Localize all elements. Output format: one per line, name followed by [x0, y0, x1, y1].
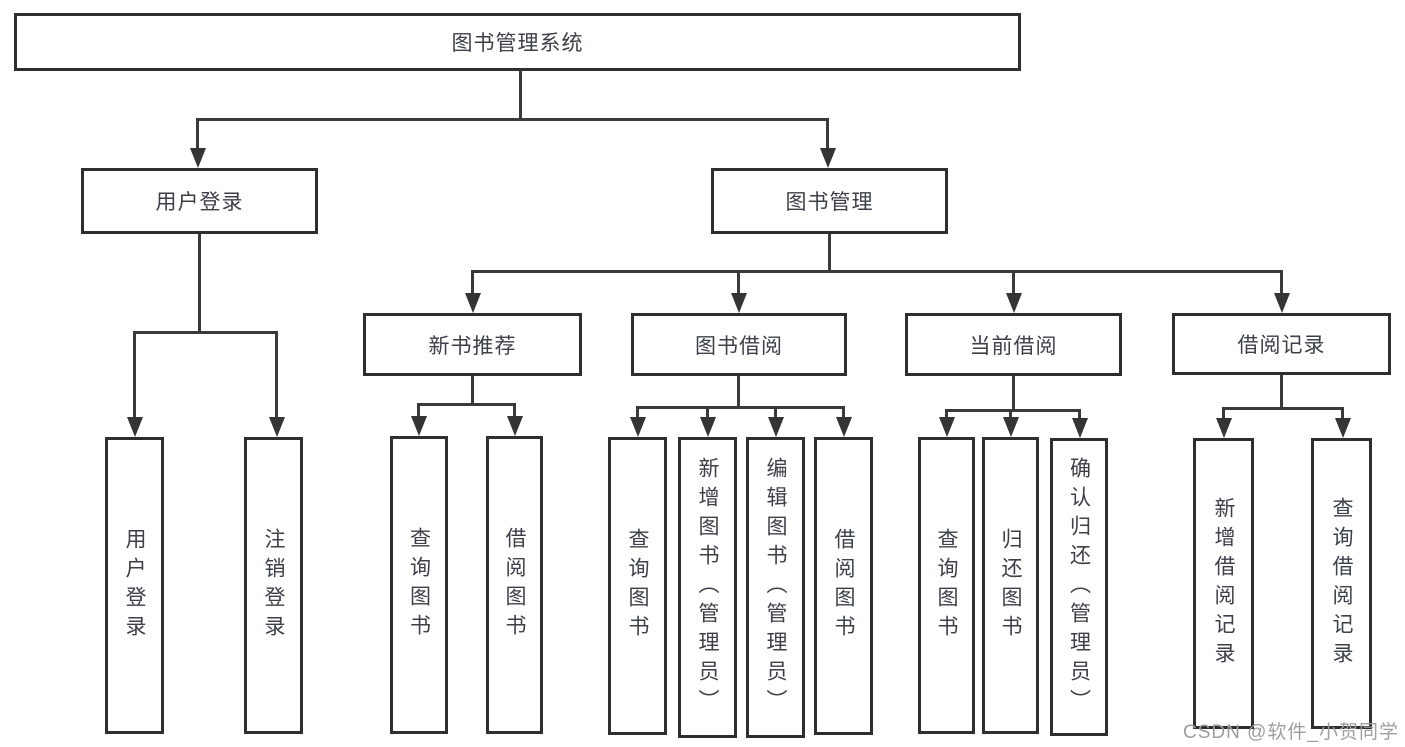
leaf-query-books-current-label: 查询图书 [935, 527, 958, 644]
connector-line [826, 118, 829, 151]
arrow-down-icon [507, 416, 523, 436]
leaf-query-books-borrowing-label: 查询图书 [626, 528, 649, 644]
leaf-logout-label: 注销登录 [262, 527, 285, 644]
node-book-management: 图书管理 [711, 168, 948, 234]
leaf-borrow-books-recommend-label: 借阅图书 [503, 527, 526, 643]
arrow-down-icon [269, 417, 285, 437]
arrow-down-icon [1006, 293, 1022, 313]
connector-line [636, 406, 639, 418]
node-book-borrowing: 图书借阅 [631, 313, 847, 376]
connector-line [133, 331, 278, 334]
leaf-query-borrow-record-label: 查询借阅记录 [1330, 496, 1353, 671]
arrow-down-icon [465, 293, 481, 313]
connector-line [198, 234, 201, 333]
arrow-down-icon [820, 148, 836, 168]
leaf-logout: 注销登录 [244, 437, 303, 734]
leaf-add-book-admin-label: 新增图书（管理员） [696, 457, 719, 718]
leaf-query-books-recommend: 查询图书 [390, 436, 448, 734]
connector-line [513, 403, 516, 417]
leaf-add-book-admin: 新增图书（管理员） [678, 437, 737, 738]
connector-line [1078, 409, 1081, 418]
connector-line [471, 270, 1283, 273]
node-book-borrowing-label: 图书借阅 [695, 334, 783, 358]
node-library-system: 图书管理系统 [14, 13, 1021, 71]
connector-line [471, 270, 474, 294]
leaf-add-borrow-record: 新增借阅记录 [1193, 438, 1254, 729]
node-borrow-records: 借阅记录 [1172, 313, 1391, 375]
connector-line [842, 406, 845, 418]
connector-line [1012, 376, 1015, 411]
arrow-down-icon [1072, 418, 1088, 438]
leaf-query-books-recommend-label: 查询图书 [407, 527, 431, 643]
connector-line [133, 331, 136, 417]
node-borrow-records-label: 借阅记录 [1237, 334, 1326, 357]
arrow-down-icon [127, 417, 143, 437]
connector-line [417, 403, 420, 417]
leaf-user-login: 用户登录 [105, 437, 164, 734]
arrow-down-icon [700, 417, 716, 437]
leaf-confirm-return-admin: 确认归还（管理员） [1050, 438, 1108, 736]
connector-line [417, 403, 516, 406]
leaf-confirm-return-admin-label: 确认归还（管理员） [1067, 456, 1091, 718]
arrow-down-icon [630, 417, 646, 437]
arrow-down-icon [411, 416, 427, 436]
connector-line [196, 118, 829, 121]
arrow-down-icon [1274, 293, 1290, 313]
arrow-down-icon [1003, 417, 1019, 437]
connector-line [471, 376, 474, 406]
node-new-book-recommend-label: 新书推荐 [428, 334, 517, 358]
connector-line [706, 406, 709, 418]
leaf-add-borrow-record-label: 新增借阅记录 [1212, 496, 1235, 671]
connector-line [945, 409, 948, 418]
connector-line [945, 409, 1081, 412]
leaf-query-books-borrowing: 查询图书 [608, 437, 667, 735]
node-user-login: 用户登录 [81, 168, 318, 234]
arrow-down-icon [1216, 418, 1232, 438]
watermark-text: CSDN @软件_小贺同学 [1183, 722, 1399, 743]
connector-line [1280, 270, 1283, 294]
leaf-borrow-books-borrowing: 借阅图书 [814, 437, 873, 735]
node-user-login-label: 用户登录 [155, 191, 244, 214]
arrow-down-icon [190, 148, 206, 168]
connector-line [737, 376, 740, 409]
arrow-down-icon [836, 417, 852, 437]
leaf-return-book-label: 归还图书 [999, 527, 1022, 644]
connector-line [1341, 407, 1344, 419]
arrow-down-icon [768, 417, 784, 437]
leaf-edit-book-admin-label: 编辑图书（管理员） [764, 457, 787, 718]
node-current-borrowing-label: 当前借阅 [969, 334, 1058, 358]
leaf-edit-book-admin: 编辑图书（管理员） [746, 437, 805, 738]
node-current-borrowing: 当前借阅 [905, 313, 1122, 376]
connector-line [1222, 407, 1225, 419]
node-book-management-label: 图书管理 [785, 191, 874, 214]
connector-line [275, 331, 278, 417]
connector-line [828, 234, 831, 273]
connector-line [1009, 409, 1012, 418]
leaf-query-borrow-record: 查询借阅记录 [1311, 438, 1372, 729]
arrow-down-icon [1335, 418, 1351, 438]
connector-line [1280, 375, 1283, 410]
leaf-borrow-books-borrowing-label: 借阅图书 [832, 528, 855, 644]
leaf-return-book: 归还图书 [982, 437, 1039, 734]
connector-line [1222, 407, 1344, 410]
connector-line [519, 70, 522, 120]
leaf-borrow-books-recommend: 借阅图书 [486, 436, 543, 734]
node-library-system-label: 图书管理系统 [451, 32, 584, 55]
leaf-user-login-label: 用户登录 [123, 527, 146, 644]
arrow-down-icon [939, 417, 955, 437]
connector-line [774, 406, 777, 418]
node-new-book-recommend: 新书推荐 [363, 313, 582, 376]
leaf-query-books-current: 查询图书 [918, 437, 975, 734]
arrow-down-icon [731, 293, 747, 313]
connector-line [1012, 270, 1015, 294]
connector-line [636, 406, 845, 409]
connector-line [737, 270, 740, 294]
connector-line [196, 118, 199, 151]
